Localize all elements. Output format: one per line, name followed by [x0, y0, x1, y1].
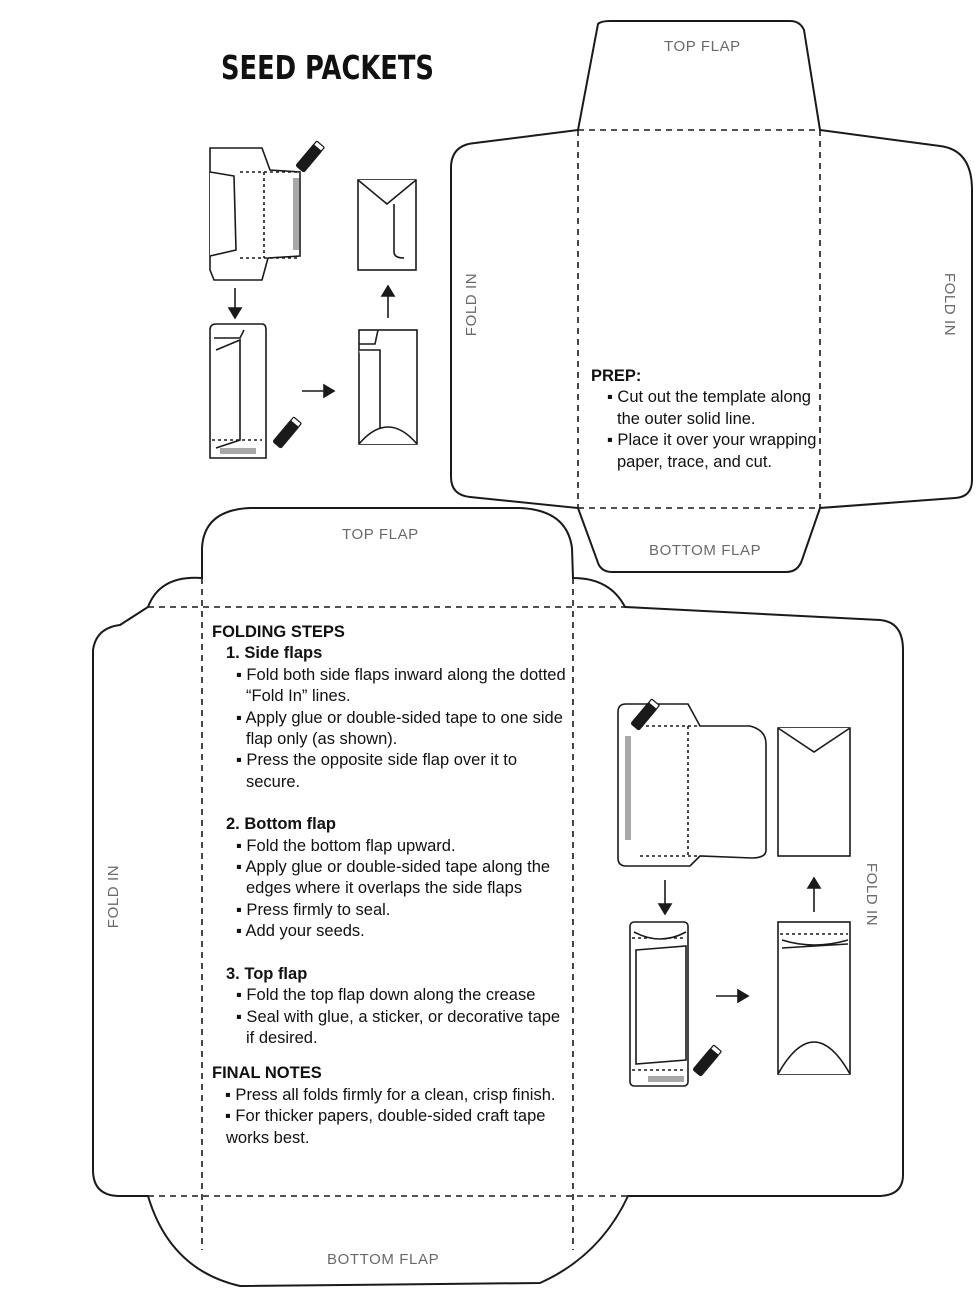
- step-item: ▪ Press the opposite side flap over it t…: [236, 751, 517, 791]
- prep-item: ▪ Cut out the template along the outer s…: [607, 388, 811, 428]
- bottom-template-outline: [92, 507, 904, 1288]
- step-item: ▪ Fold both side flaps inward along the …: [236, 665, 566, 706]
- step-title: 1. Side flaps: [226, 644, 323, 663]
- bottom-template-fold-right-label: FOLD IN: [863, 862, 881, 927]
- step-title: 3. Top flap: [226, 964, 308, 983]
- step-item: ▪ Seal with glue, a sticker, or decorati…: [236, 1007, 561, 1047]
- folding-steps-section: FOLDING STEPS 1. Side flaps ▪ Fold both …: [212, 622, 572, 1149]
- top-template-fold-lines: [577, 129, 821, 509]
- final-notes-heading: FINAL NOTES: [212, 1064, 322, 1083]
- prep-heading: PREP:: [591, 367, 642, 385]
- bottom-template-bottom-flap-label: BOTTOM FLAP: [327, 1251, 440, 1268]
- page-title: SEED PACKETS: [221, 48, 434, 87]
- step-item: ▪ Press firmly to seal.: [236, 900, 391, 919]
- top-template-outline: [450, 20, 973, 573]
- bottom-template-fold-left-label: FOLD IN: [105, 864, 123, 929]
- step-item: ▪ Apply glue or double-sided tape to one…: [236, 708, 563, 749]
- bottom-template: [92, 507, 904, 1288]
- prep-section: PREP: ▪ Cut out the template along the o…: [591, 366, 831, 473]
- step-item: ▪ Fold the top flap down along the creas…: [236, 986, 536, 1005]
- final-note-item: ▪ Press all folds firmly for a clean, cr…: [225, 1085, 556, 1104]
- step-item: ▪ Add your seeds.: [236, 922, 365, 941]
- step-item: ▪ Fold the bottom flap upward.: [236, 836, 456, 855]
- step-title: 2. Bottom flap: [226, 815, 336, 834]
- bottom-diagrams: [617, 698, 851, 1087]
- top-diagrams: [209, 140, 418, 459]
- top-template-top-flap-label: TOP FLAP: [664, 38, 741, 55]
- top-template: [450, 20, 973, 573]
- prep-item: ▪ Place it over your wrapping paper, tra…: [607, 431, 817, 471]
- bottom-template-top-flap-label: TOP FLAP: [342, 526, 419, 543]
- top-template-fold-left-label: FOLD IN: [463, 272, 481, 337]
- top-template-bottom-flap-label: BOTTOM FLAP: [649, 542, 762, 559]
- step-item: ▪ Apply glue or double-sided tape along …: [236, 858, 551, 898]
- folding-steps-heading: FOLDING STEPS: [212, 623, 345, 641]
- final-note-item: ▪ For thicker papers, double-sided craft…: [225, 1107, 546, 1147]
- top-template-fold-right-label: FOLD IN: [941, 272, 959, 337]
